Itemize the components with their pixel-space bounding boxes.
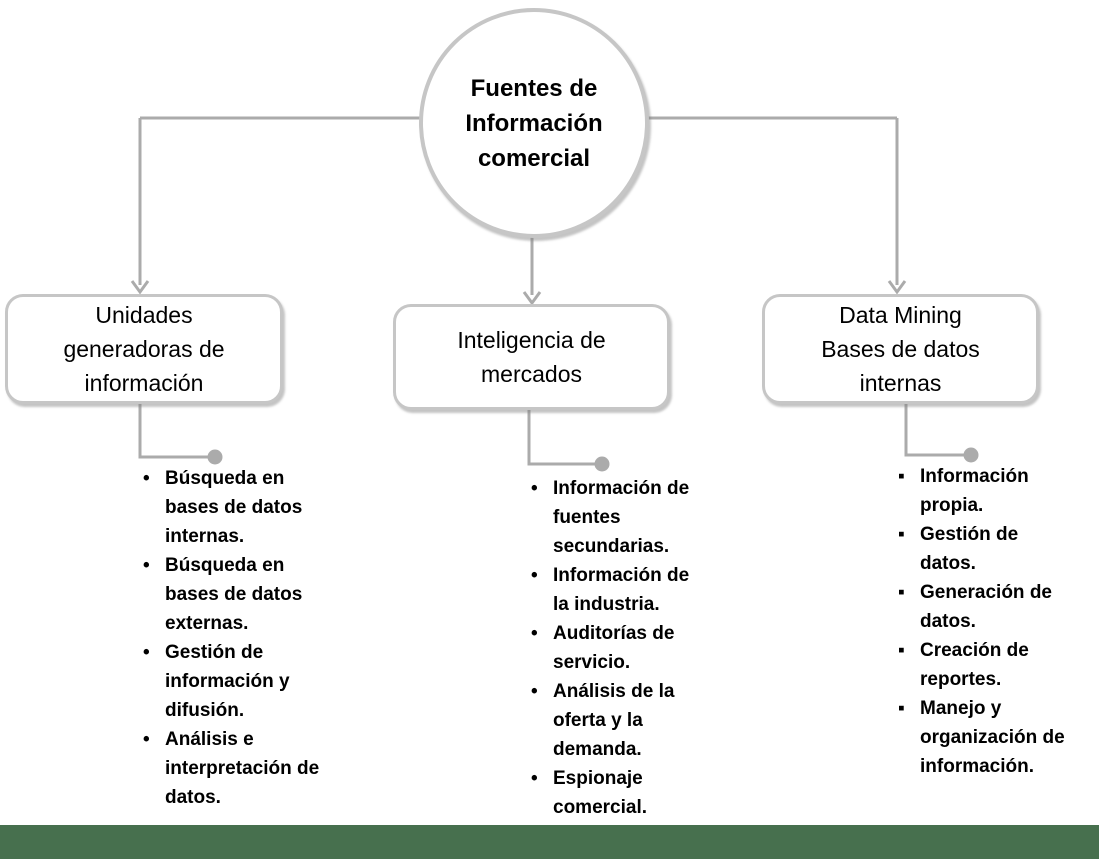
bullet-icon: •: [143, 729, 150, 750]
list-item: ▪ Información propia.: [890, 462, 1080, 520]
bullet-icon: ▪: [898, 640, 905, 661]
bullet-icon: ▪: [898, 524, 905, 545]
bullet-icon: •: [143, 555, 150, 576]
center-terminal-dot-icon: [594, 456, 610, 472]
bullet-icon: ▪: [898, 466, 905, 487]
list-item-text: Espionaje comercial.: [553, 768, 647, 818]
branch-box-inteligencia-de-mercados: Inteligencia de mercados: [393, 304, 670, 410]
list-item: ▪ Generación de datos.: [890, 578, 1080, 636]
list-item: • Información de la industria.: [523, 561, 718, 619]
right-elbow-connector: [904, 404, 964, 457]
down-arrowhead-right-icon: [887, 280, 907, 295]
branch-box-unidades-generadoras: Unidades generadoras de información: [5, 294, 283, 404]
bullet-icon: •: [531, 478, 538, 499]
bullet-icon: •: [143, 468, 150, 489]
list-item: • Búsqueda en bases de datos externas.: [135, 551, 340, 638]
bullet-icon: ▪: [898, 582, 905, 603]
list-item-text: Creación de reportes.: [920, 640, 1029, 690]
bullet-list-unidades-generadoras: • Búsqueda en bases de datos internas. •…: [135, 464, 340, 812]
list-item: • Análisis de la oferta y la demanda.: [523, 677, 718, 764]
list-item: ▪ Manejo y organización de información.: [890, 694, 1080, 781]
bullet-icon: ▪: [898, 698, 905, 719]
list-item: ▪ Creación de reportes.: [890, 636, 1080, 694]
list-item-text: Análisis e interpretación de datos.: [165, 729, 320, 808]
list-item: ▪ Gestión de datos.: [890, 520, 1080, 578]
list-item: • Auditorías de servicio.: [523, 619, 718, 677]
left-elbow-connector: [138, 404, 208, 459]
list-item-text: Información de fuentes secundarias.: [553, 478, 690, 557]
list-item: • Análisis e interpretación de datos.: [135, 725, 340, 812]
list-item-text: Gestión de datos.: [920, 524, 1019, 574]
down-arrowhead-left-icon: [130, 280, 150, 295]
bullet-icon: •: [143, 642, 150, 663]
bullet-icon: •: [531, 681, 538, 702]
down-arrowhead-center-icon: [522, 291, 542, 306]
list-item-text: Manejo y organización de información.: [920, 698, 1065, 777]
branch-box-data-mining: Data Mining Bases de datos internas: [762, 294, 1039, 404]
list-item-text: Auditorías de servicio.: [553, 623, 675, 673]
bullet-list-inteligencia-de-mercados: • Información de fuentes secundarias. • …: [523, 474, 718, 822]
list-item: • Gestión de información y difusión.: [135, 638, 340, 725]
bullet-list-data-mining: ▪ Información propia. ▪ Gestión de datos…: [890, 462, 1080, 781]
bullet-icon: •: [531, 768, 538, 789]
bottom-green-bar: [0, 825, 1099, 859]
list-item-text: Información propia.: [920, 466, 1029, 516]
list-item-text: Generación de datos.: [920, 582, 1052, 632]
right-terminal-dot-icon: [963, 447, 979, 463]
center-elbow-connector: [527, 410, 595, 466]
list-item: • Información de fuentes secundarias.: [523, 474, 718, 561]
list-item-text: Información de la industria.: [553, 565, 690, 615]
list-item-text: Búsqueda en bases de datos internas.: [165, 468, 303, 547]
list-item-text: Búsqueda en bases de datos externas.: [165, 555, 303, 634]
bullet-icon: •: [531, 623, 538, 644]
list-item-text: Análisis de la oferta y la demanda.: [553, 681, 675, 760]
bullet-icon: •: [531, 565, 538, 586]
list-item-text: Gestión de información y difusión.: [165, 642, 290, 721]
left-terminal-dot-icon: [207, 449, 223, 465]
list-item: • Búsqueda en bases de datos internas.: [135, 464, 340, 551]
root-node-fuentes-de-informacion-comercial: Fuentes de Información comercial: [419, 8, 649, 238]
list-item: • Espionaje comercial.: [523, 764, 718, 822]
